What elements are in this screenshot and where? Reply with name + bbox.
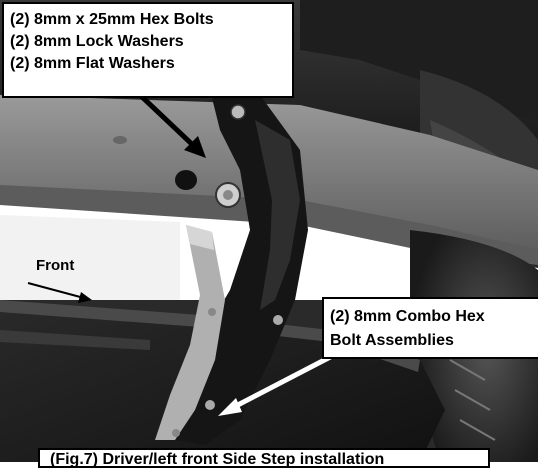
callout-line: (2) 8mm Lock Washers bbox=[10, 33, 184, 50]
arrow-to-upper-bolt bbox=[138, 93, 206, 158]
callout-line: (2) 8mm x 25mm Hex Bolts bbox=[10, 11, 214, 28]
hardware-callout-right: (2) 8mm Combo Hex Bolt Assemblies bbox=[322, 297, 538, 359]
front-direction-arrow bbox=[27, 282, 92, 303]
callout-line: (2) 8mm Flat Washers bbox=[10, 55, 175, 72]
arrow-to-combo-bolts bbox=[218, 351, 338, 416]
front-label: Front bbox=[36, 257, 75, 274]
figure-caption: (Fig.7) Driver/left front Side Step inst… bbox=[38, 448, 490, 468]
hardware-callout-top: (2) 8mm x 25mm Hex Bolts (2) 8mm Lock Wa… bbox=[2, 2, 294, 98]
callout-line: (2) 8mm Combo Hex bbox=[330, 308, 485, 325]
callout-line: Bolt Assemblies bbox=[330, 332, 454, 349]
